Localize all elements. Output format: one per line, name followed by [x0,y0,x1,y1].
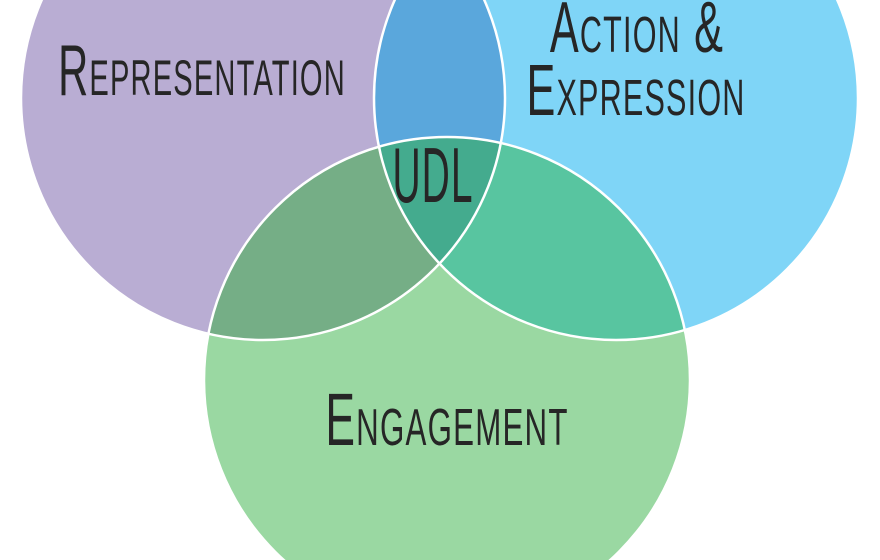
venn-overlap-representation-engagement [204,137,505,340]
label-representation: Representation [58,31,346,111]
venn-outline-action-expression [372,0,860,342]
label-action-line1: Action & [550,0,724,68]
venn-overlap-action-engagement [374,137,690,340]
venn-outline-engagement [202,135,692,560]
label-udl: UDL [392,132,473,219]
label-engagement: Engagement [325,378,568,460]
label-action-line2: Expression [526,50,745,131]
venn-outline-representation [19,0,507,342]
